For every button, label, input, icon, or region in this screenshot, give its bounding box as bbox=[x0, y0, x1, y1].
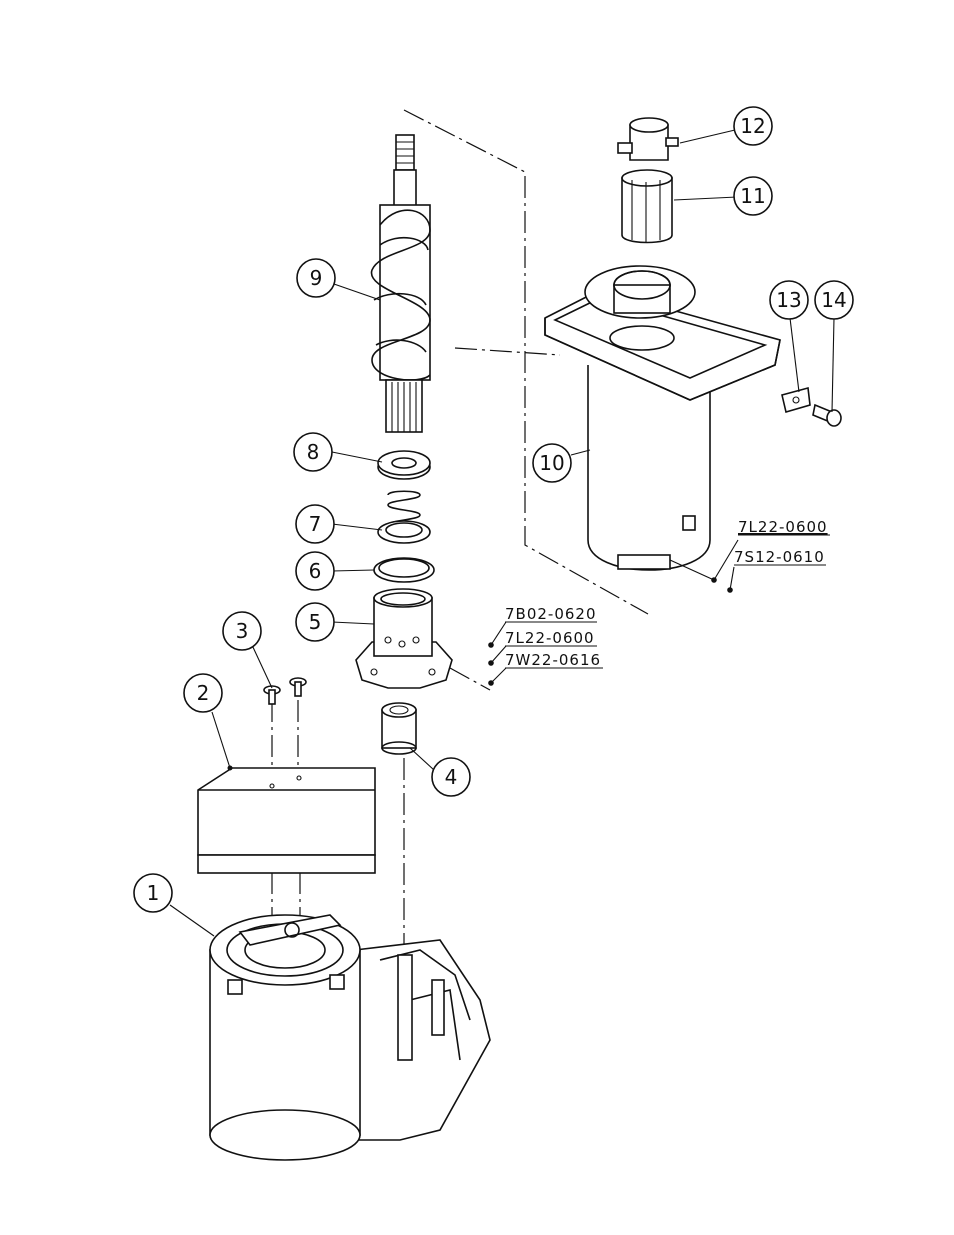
callout-2-label: 2 bbox=[197, 681, 210, 705]
callout-3: 3 bbox=[223, 612, 261, 650]
callout-3-label: 3 bbox=[236, 619, 249, 643]
callout-1: 1 bbox=[134, 874, 172, 912]
callout-14-label: 14 bbox=[821, 288, 846, 312]
part-pump-cap bbox=[618, 118, 678, 160]
callout-7: 7 bbox=[296, 505, 334, 543]
part-codes-upper: 7L22-0600 7S12-0610 bbox=[734, 518, 830, 566]
part-bracket bbox=[782, 388, 810, 412]
callout-13-label: 13 bbox=[776, 288, 801, 312]
callout-14: 14 bbox=[815, 281, 853, 319]
callout-6-label: 6 bbox=[309, 559, 322, 583]
part-code-lower-2: 7L22-0600 bbox=[505, 629, 595, 647]
part-code-upper-1: 7L22-0600 bbox=[738, 518, 828, 536]
part-code-lower-3: 7W22-0616 bbox=[505, 651, 601, 669]
callout-9-label: 9 bbox=[310, 266, 323, 290]
callout-8-label: 8 bbox=[307, 440, 320, 464]
part-washer bbox=[378, 451, 430, 479]
callout-4-label: 4 bbox=[445, 765, 458, 789]
part-spline-coupler bbox=[382, 703, 416, 754]
part-bolt bbox=[813, 405, 841, 426]
part-worm-shaft bbox=[371, 135, 430, 432]
callout-10-label: 10 bbox=[539, 451, 564, 475]
callout-1-label: 1 bbox=[147, 881, 160, 905]
part-motor-gearbox bbox=[210, 915, 490, 1160]
callout-13: 13 bbox=[770, 281, 808, 319]
callout-11-label: 11 bbox=[740, 184, 765, 208]
part-screws bbox=[264, 678, 306, 704]
callout-5: 5 bbox=[296, 603, 334, 641]
part-pump-rotor bbox=[622, 170, 672, 243]
part-flanged-housing bbox=[356, 589, 452, 688]
callout-8: 8 bbox=[294, 433, 332, 471]
callout-5-label: 5 bbox=[309, 610, 322, 634]
part-spring bbox=[378, 491, 430, 543]
part-code-upper-2: 7S12-0610 bbox=[734, 548, 825, 566]
callout-12: 12 bbox=[734, 107, 772, 145]
part-o-ring bbox=[374, 558, 434, 582]
callout-7-label: 7 bbox=[309, 512, 322, 536]
callout-2: 2 bbox=[184, 674, 222, 712]
callout-6: 6 bbox=[296, 552, 334, 590]
callout-10: 10 bbox=[533, 444, 571, 482]
callout-9: 9 bbox=[297, 259, 335, 297]
part-code-lower-1: 7B02-0620 bbox=[505, 605, 597, 623]
callout-11: 11 bbox=[734, 177, 772, 215]
callout-12-label: 12 bbox=[740, 114, 765, 138]
part-codes-lower: 7B02-0620 7L22-0600 7W22-0616 bbox=[505, 605, 603, 669]
callout-4: 4 bbox=[432, 758, 470, 796]
part-cover bbox=[198, 768, 375, 873]
